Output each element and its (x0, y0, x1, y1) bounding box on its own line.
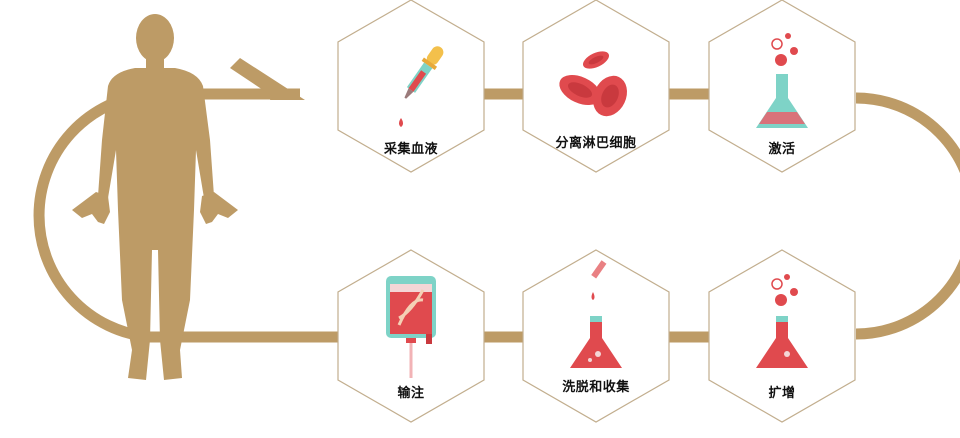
flask-bubbles-icon (756, 274, 808, 368)
arrow-head-icon (230, 58, 305, 100)
loop-path (33, 88, 960, 343)
flask-bubbles-icon (756, 33, 808, 128)
dropper-icon (399, 46, 444, 127)
step-label-wash-collect: 洗脱和收集 (562, 380, 630, 395)
human-silhouette-icon (72, 14, 238, 380)
flask-dropper-icon (570, 260, 622, 368)
step-label-expand: 扩增 (768, 386, 796, 401)
step-label-collect-blood: 采集血液 (383, 142, 439, 157)
step-label-activate: 激活 (768, 142, 796, 157)
right-loop-arc (855, 92, 960, 340)
step-label-separate-lymphocytes: 分离淋巴细胞 (555, 136, 637, 151)
iv-bag-dna-icon (386, 276, 436, 378)
red-blood-cells-icon (559, 51, 628, 117)
step-label-infusion: 输注 (397, 386, 425, 401)
left-loop-arc (33, 88, 340, 343)
hexagons (337, 0, 856, 423)
